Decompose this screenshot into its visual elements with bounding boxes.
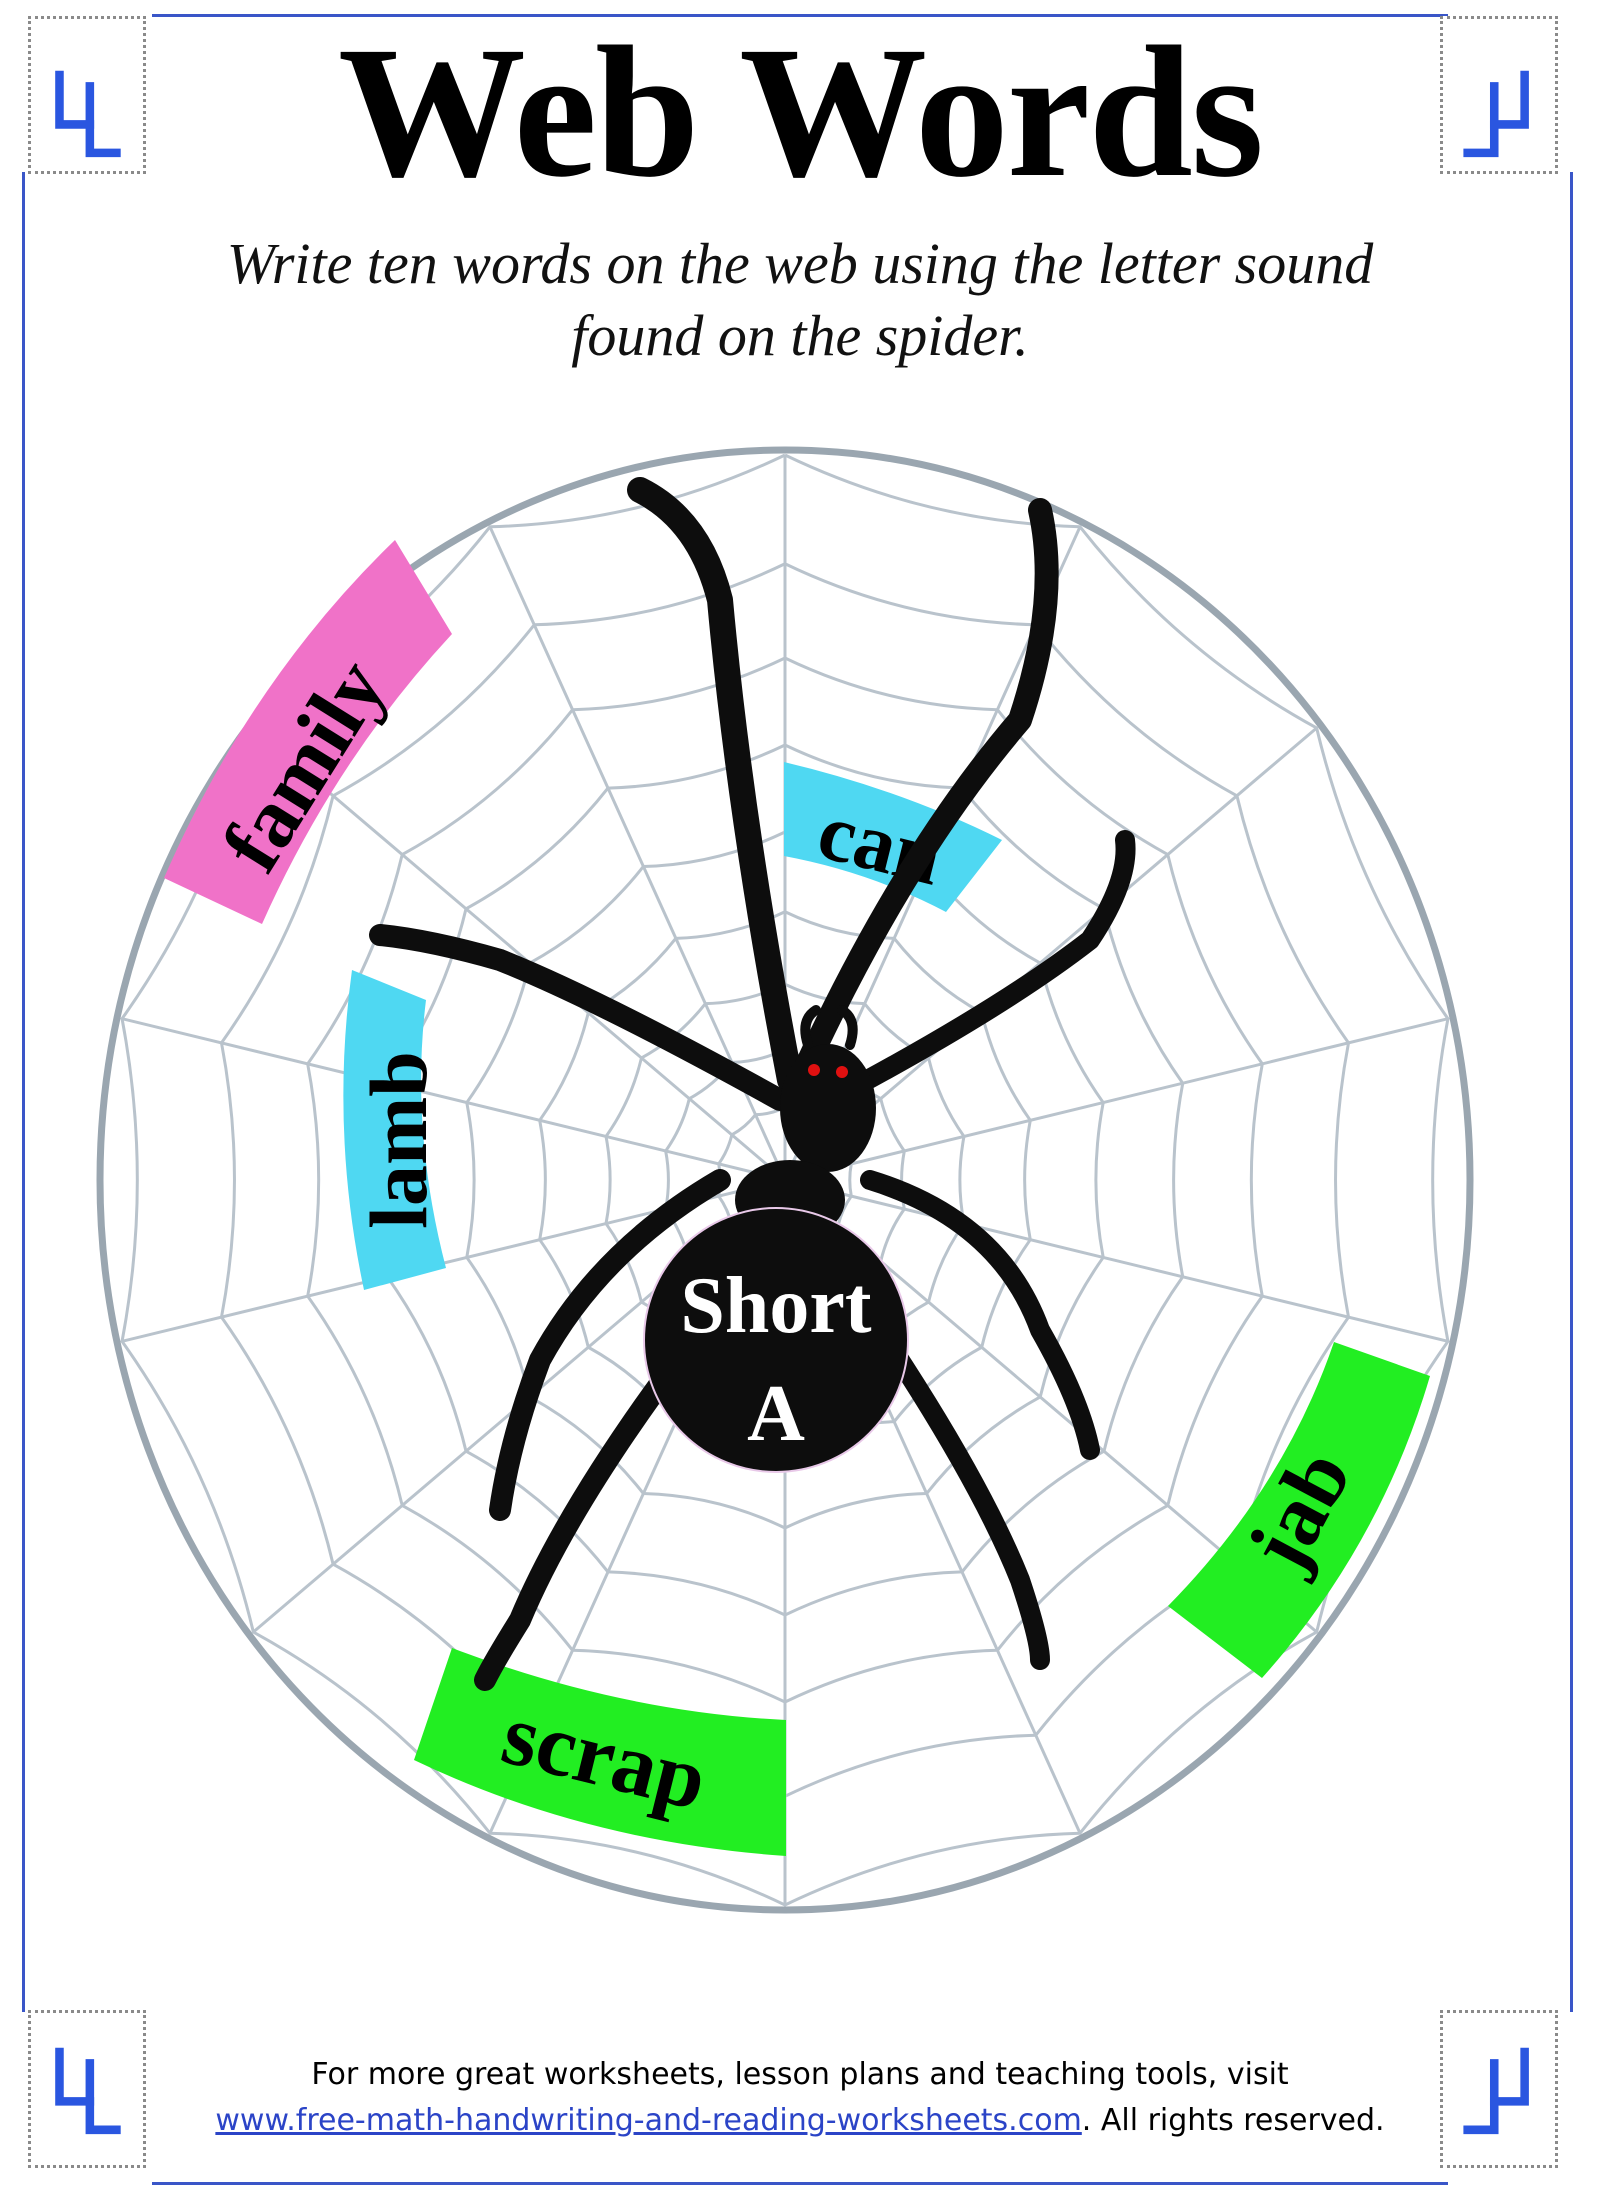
label-green xyxy=(414,1648,786,1856)
frame-top xyxy=(152,14,1448,17)
spider-icon: Short A xyxy=(369,477,1136,1691)
logo-corner-icon xyxy=(1440,2010,1558,2168)
label-pink xyxy=(164,540,452,924)
web-spoke xyxy=(784,1017,1449,1182)
web-spoke xyxy=(784,1178,1449,1343)
web-word-lamb: lamb xyxy=(343,970,446,1290)
page-title: Web Words xyxy=(337,7,1264,216)
spider-eye xyxy=(836,1066,848,1078)
frame-bottom xyxy=(152,2182,1448,2185)
web-spoke xyxy=(121,1017,786,1182)
web-spoke xyxy=(252,726,786,1182)
spider-eye xyxy=(808,1064,820,1076)
logo-corner-icon xyxy=(28,16,146,174)
instruction-line-1: Write ten words on the web using the let… xyxy=(226,231,1374,296)
web-ring xyxy=(385,743,1185,1617)
frame-left xyxy=(22,172,25,2012)
web-rim xyxy=(96,446,1474,1914)
logo-corner-icon xyxy=(1440,16,1558,174)
web-ring xyxy=(465,830,1105,1530)
label-cyan xyxy=(343,970,446,1290)
spider-head xyxy=(780,1044,876,1172)
label-cyan xyxy=(784,762,1002,912)
spider-label-line-1: Short xyxy=(680,1262,871,1350)
label-green xyxy=(1168,1342,1430,1678)
logo-corner-icon xyxy=(28,2010,146,2168)
word-lamb: lamb xyxy=(353,1051,444,1229)
instructions: Write ten words on the web using the let… xyxy=(130,228,1470,372)
instruction-line-2: found on the spider. xyxy=(571,303,1029,368)
web-word-family: family xyxy=(164,540,452,924)
web-word-scrap: scrap xyxy=(414,1648,786,1856)
footer-line-2: www.free-math-handwriting-and-reading-wo… xyxy=(150,2098,1450,2144)
web-word-jab: jab xyxy=(1168,1342,1430,1678)
frame-right xyxy=(1570,172,1573,2012)
footer-line-1: For more great worksheets, lesson plans … xyxy=(311,2057,1289,2092)
spider-label-line-2: A xyxy=(747,1370,805,1458)
footer-rights: . All rights reserved. xyxy=(1081,2103,1385,2138)
spider-abdomen xyxy=(643,1207,909,1473)
footer: For more great worksheets, lesson plans … xyxy=(150,2052,1450,2144)
footer-link[interactable]: www.free-math-handwriting-and-reading-wo… xyxy=(215,2103,1082,2138)
